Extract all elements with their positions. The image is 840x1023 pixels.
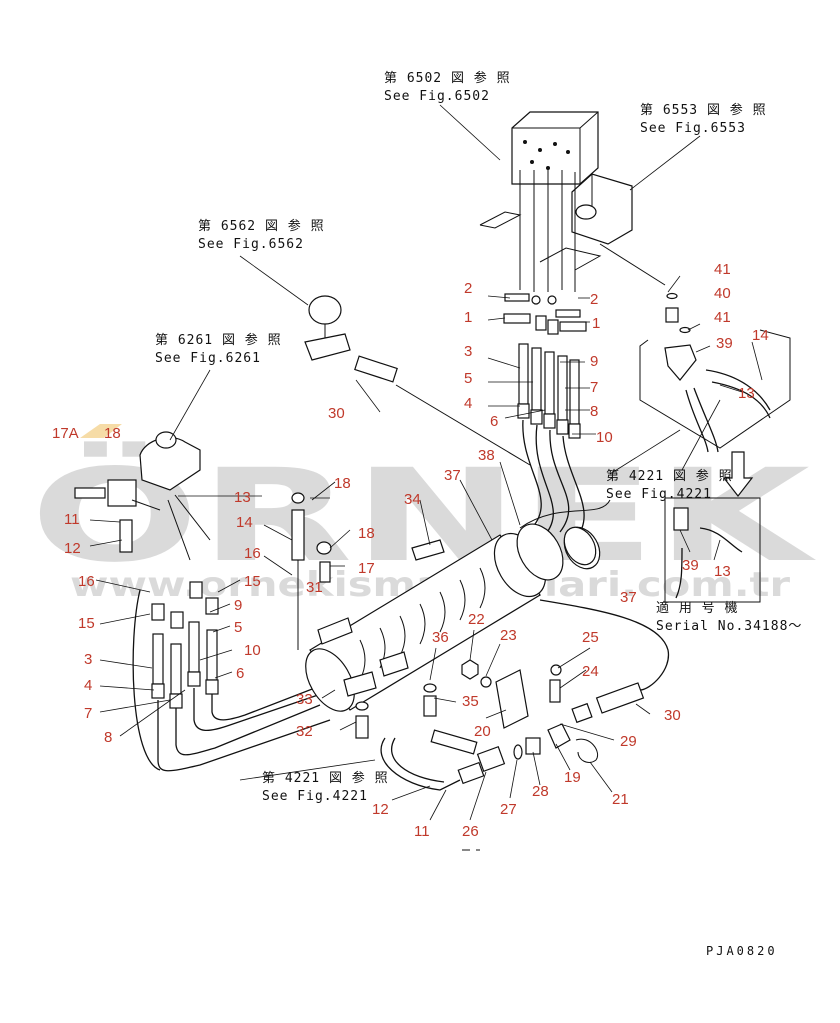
part-number: 11	[414, 823, 430, 840]
part-number: 9	[234, 597, 242, 614]
part-number: 36	[432, 629, 449, 646]
part-number: 18	[334, 475, 351, 492]
right-side-fittings	[639, 292, 791, 603]
part-number: 4	[464, 395, 472, 412]
part-number: 16	[78, 573, 95, 590]
part-number: 30	[328, 405, 345, 422]
part-number: 12	[372, 801, 389, 818]
joystick-lever	[304, 295, 531, 466]
part-number: 40	[714, 285, 731, 302]
swivel-cylinder	[305, 499, 670, 712]
part-number: 34	[404, 491, 421, 508]
ref-6553-en: See Fig.6553	[640, 121, 746, 136]
drawing-code: PJA0820	[706, 944, 778, 958]
part-number: 18	[104, 425, 121, 442]
part-number: 5	[234, 619, 242, 636]
part-number: 9	[590, 353, 598, 370]
part-number: 17A	[52, 425, 79, 442]
part-number: 41	[714, 261, 731, 278]
fittings-column	[503, 293, 587, 541]
ref-4221-lower-jp: 第 4221 図 参 照	[262, 770, 389, 786]
part-number: 33	[296, 691, 313, 708]
ref-4221-upper-jp: 第 4221 図 参 照	[606, 468, 733, 484]
lower-hardware	[355, 659, 645, 791]
ref-6562-en: See Fig.6562	[198, 237, 304, 252]
part-number: 10	[596, 429, 613, 446]
part-number: 2	[464, 280, 472, 297]
part-number: 16	[244, 545, 261, 562]
part-number: 2	[590, 291, 598, 308]
part-number: 15	[244, 573, 261, 590]
ref-6553-jp: 第 6553 図 参 照	[640, 102, 767, 118]
ref-6261-en: See Fig.6261	[155, 351, 261, 366]
part-number: 19	[564, 769, 581, 786]
part-number: 18	[358, 525, 375, 542]
part-number: 13	[714, 563, 731, 580]
part-number: 35	[462, 693, 479, 710]
part-number: 8	[590, 403, 598, 420]
part-number: 7	[84, 705, 92, 722]
part-number: 17	[358, 560, 375, 577]
part-number: 37	[620, 589, 637, 606]
part-number: 24	[582, 663, 599, 680]
part-number: 41	[714, 309, 731, 326]
part-number: 38	[478, 447, 495, 464]
part-number: 28	[532, 783, 549, 800]
part-number: 23	[500, 627, 517, 644]
part-number: 37	[444, 467, 461, 484]
part-numbers: 2 2 1 1 3 5 4 6 9 7 8 10 41 40 41 39 14 …	[52, 261, 769, 840]
part-number: 14	[236, 514, 253, 531]
part-number: 32	[296, 723, 313, 740]
part-number: 1	[464, 309, 472, 326]
leader-lines	[89, 104, 763, 821]
part-number: 11	[64, 511, 80, 528]
part-number: 22	[468, 611, 485, 628]
watermark-accent-left	[80, 424, 122, 438]
part-number: 25	[582, 629, 599, 646]
part-number: 6	[490, 413, 498, 430]
part-number: 14	[752, 327, 769, 344]
part-number: 3	[84, 651, 92, 668]
ref-4221-upper-en: See Fig.4221	[606, 487, 712, 502]
part-number: 3	[464, 343, 472, 360]
part-number: 20	[474, 723, 491, 740]
part-number: 31	[306, 579, 323, 596]
part-number: 39	[716, 335, 733, 352]
part-number: 12	[64, 540, 81, 557]
pilot-valve-left	[74, 431, 332, 772]
ref-6502-en: See Fig.6502	[384, 89, 490, 104]
part-number: 39	[682, 557, 699, 574]
part-number: 27	[500, 801, 517, 818]
part-number: 26	[462, 823, 479, 840]
ref-6502-jp: 第 6502 図 参 照	[384, 70, 511, 86]
part-number: 8	[104, 729, 112, 746]
part-number: 29	[620, 733, 637, 750]
part-number: 21	[612, 791, 629, 808]
ref-6261-jp: 第 6261 図 参 照	[155, 332, 282, 348]
part-number: 13	[738, 385, 755, 402]
ref-4221-lower-en: See Fig.4221	[262, 789, 368, 804]
part-number: 30	[664, 707, 681, 724]
control-valve-assembly	[479, 111, 666, 292]
part-number: 7	[590, 379, 598, 396]
figure-references: 第 6502 図 参 照 See Fig.6502 第 6553 図 参 照 S…	[155, 70, 802, 958]
serial-label-en: Serial No.34188〜	[656, 619, 802, 634]
part-number: 6	[236, 665, 244, 682]
serial-label-jp: 適 用 号 機	[656, 600, 738, 616]
part-number: 4	[84, 677, 92, 694]
ref-6562-jp: 第 6562 図 参 照	[198, 218, 325, 234]
part-number: 15	[78, 615, 95, 632]
part-number: 1	[592, 315, 600, 332]
part-number: 10	[244, 642, 261, 659]
part-number: 5	[464, 370, 472, 387]
part-number: 13	[234, 489, 251, 506]
